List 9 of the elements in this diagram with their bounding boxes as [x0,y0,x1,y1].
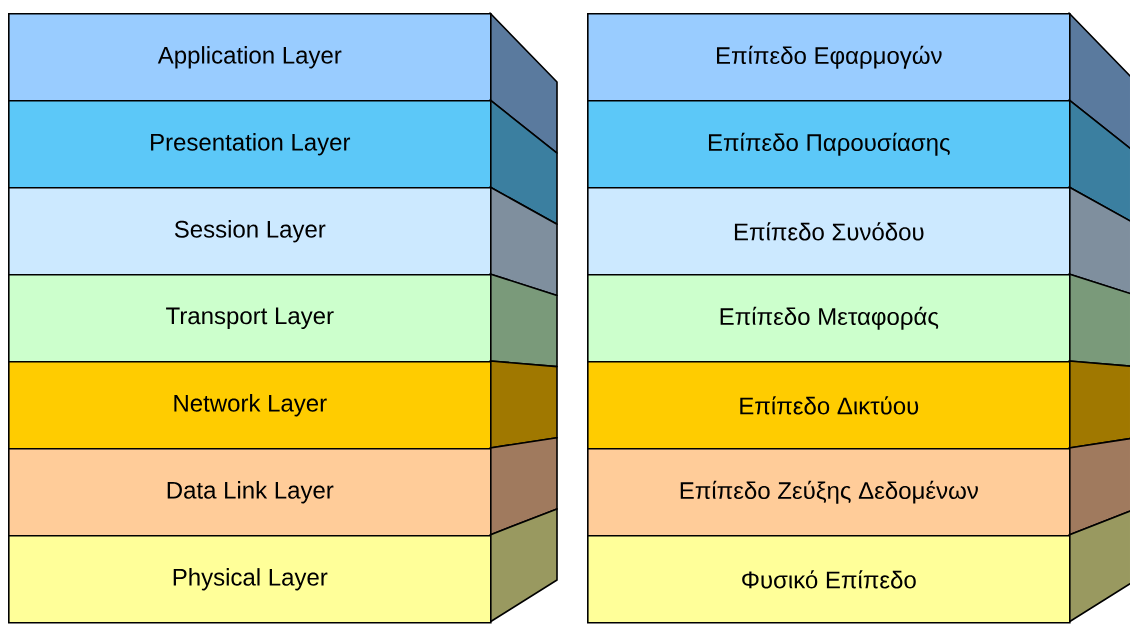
layer-block: Network Layer [8,360,558,450]
layer-block: Φυσικό Επίπεδο [587,508,1130,624]
layer-block: Data Link Layer [8,436,558,537]
layer-block: Session Layer [8,186,558,297]
layer-block: Επίπεδο Δικτύου [587,360,1130,450]
layer-block: Επίπεδο Μεταφοράς [587,273,1130,368]
layer-block: Transport Layer [8,273,558,368]
layer-block: Physical Layer [8,508,558,624]
layer-block: Επίπεδο Ζεύξης Δεδομένων [587,436,1130,537]
